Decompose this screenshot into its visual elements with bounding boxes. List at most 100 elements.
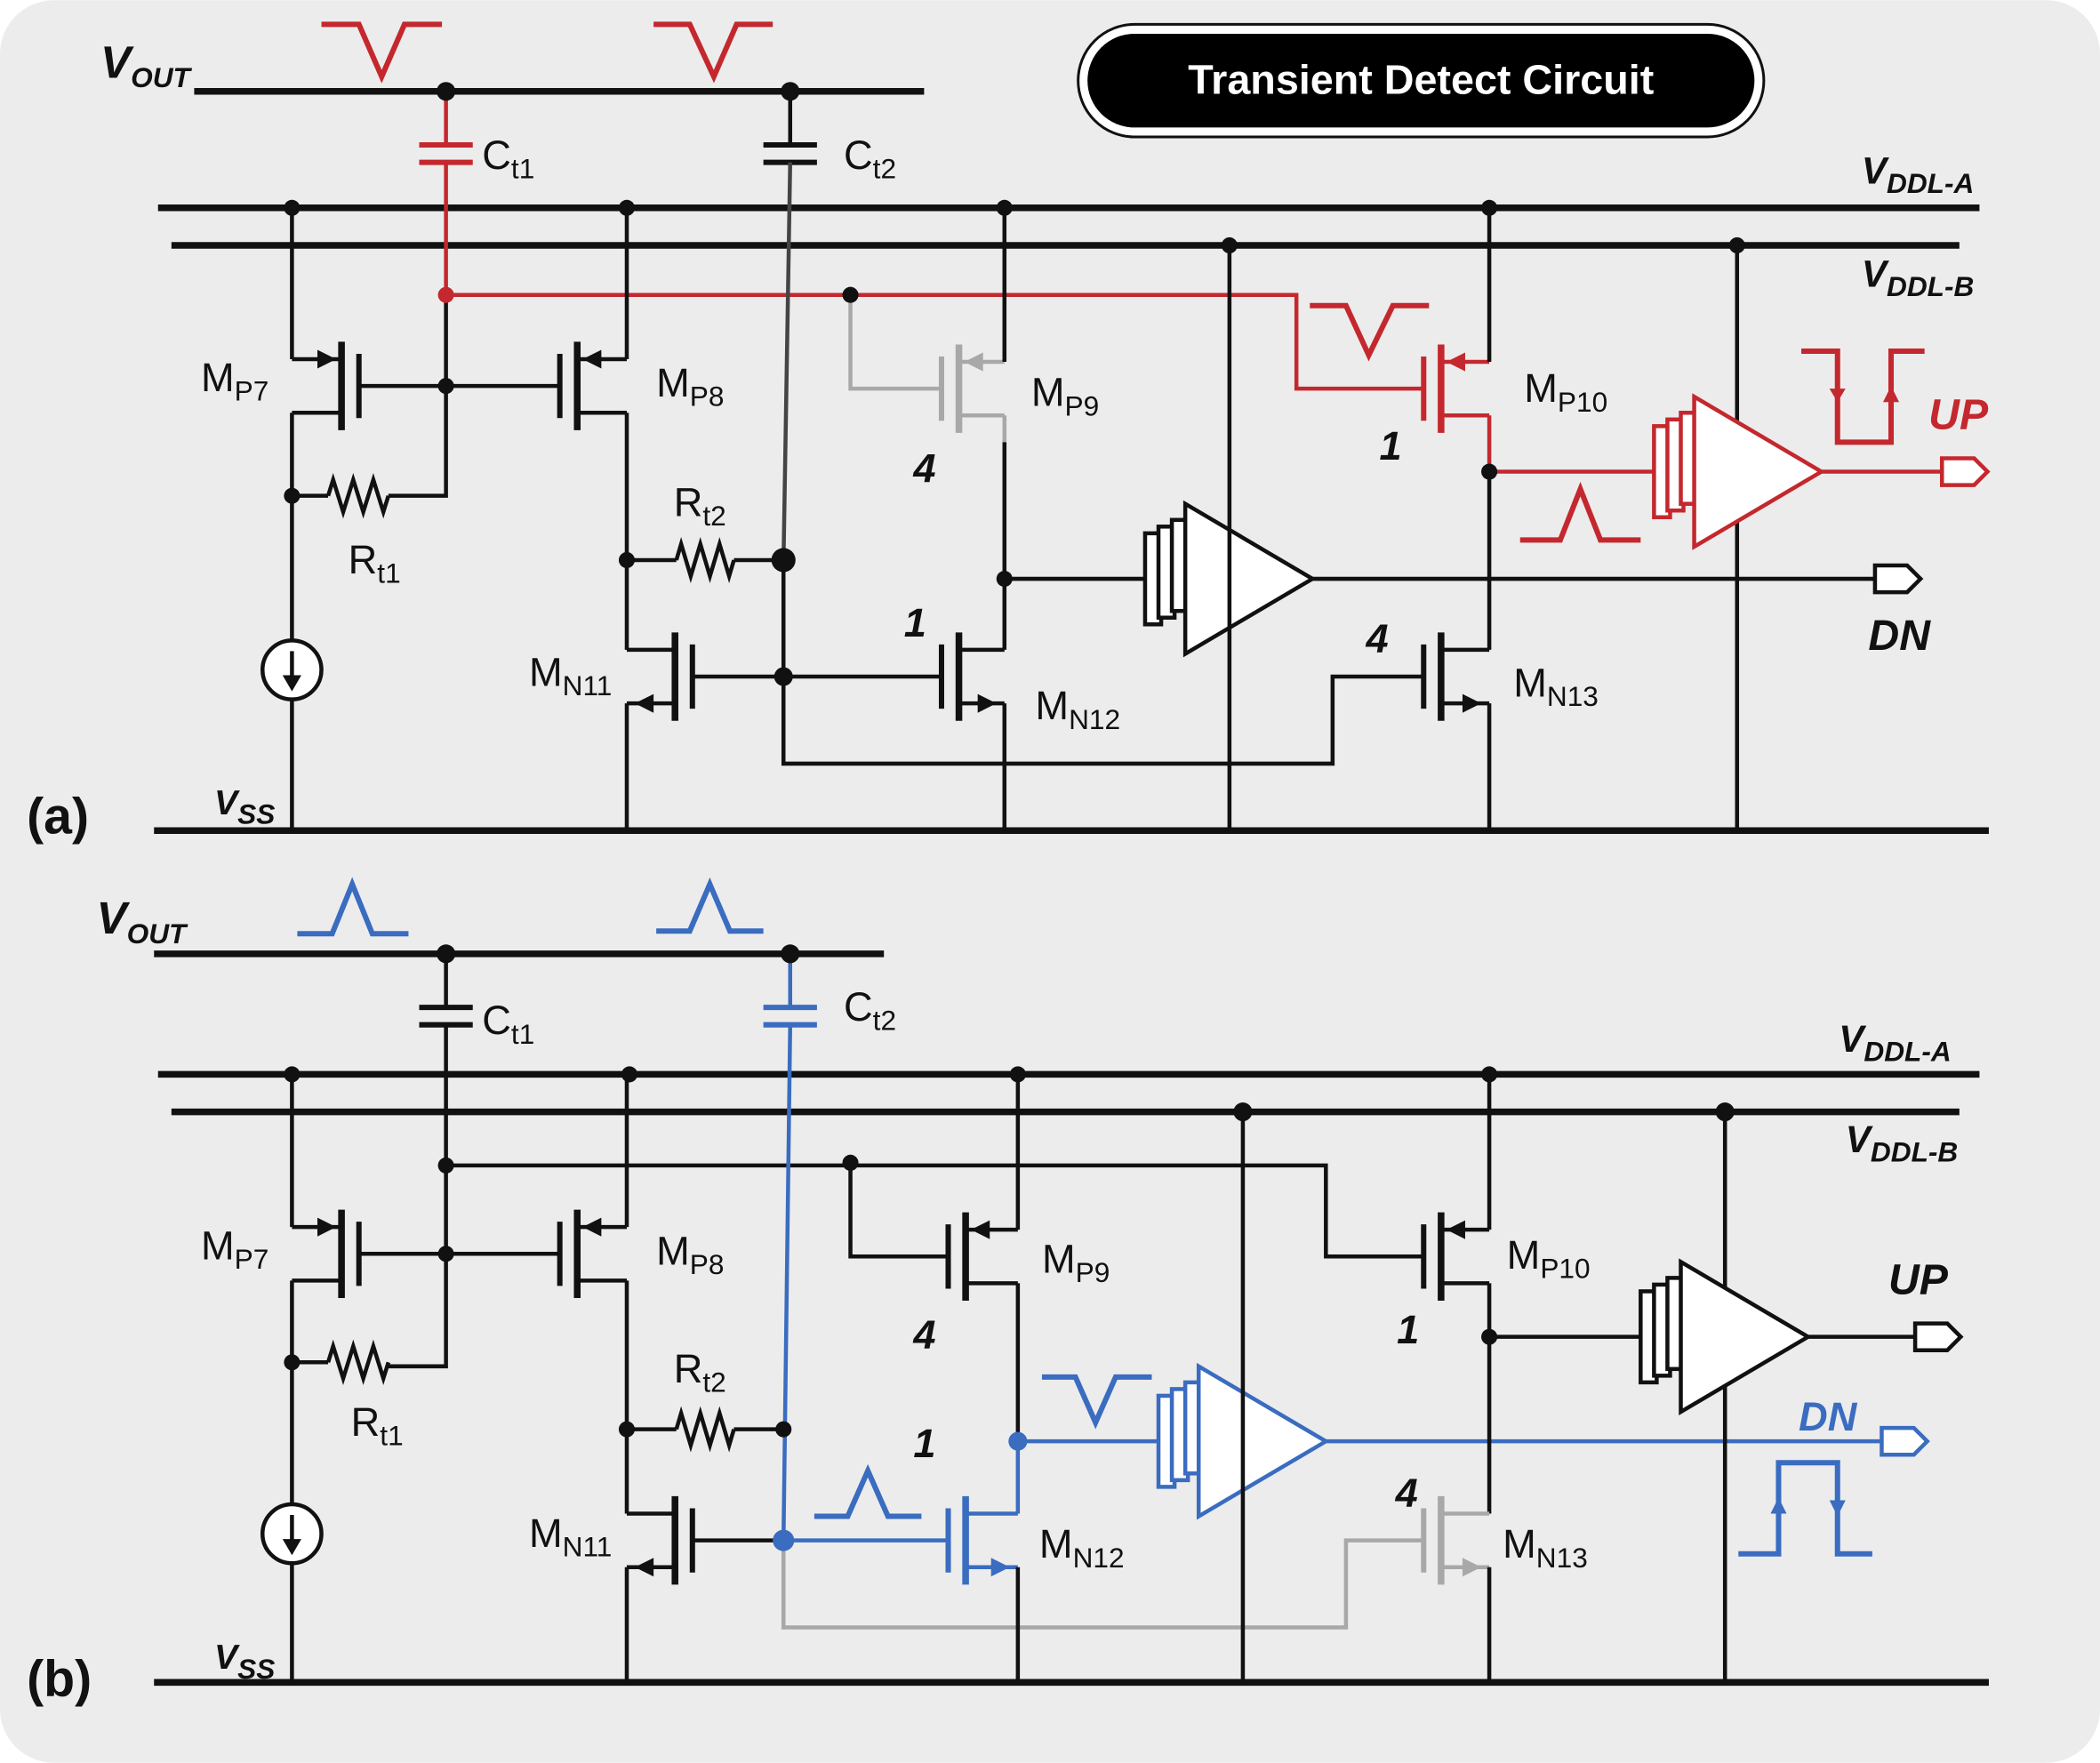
junction-dot [437,1157,454,1174]
pmos-arrow-icon [964,352,983,372]
up-buffer [1652,393,1826,550]
nmos-arrow-icon [635,693,654,713]
mn13-transistor [1421,632,1490,721]
panels-0-size_mp9: 4 [912,446,935,492]
junction-dot [284,1066,301,1083]
panels-1-mp10: MP10 [1507,1232,1591,1285]
label-main: M [529,1511,563,1556]
panels-0-mn12: MN12 [1035,683,1120,735]
junction-dot [1481,199,1498,216]
label-subscript: OUT [127,918,188,950]
panels-1-vddl_a: VDDL-A [1839,1018,1952,1068]
panels-1-mn13: MN13 [1503,1521,1588,1574]
nmos-arrow-icon [977,693,997,713]
label-main: M [1507,1232,1541,1278]
panels-0-rt1: Rt1 [349,537,401,589]
dn-pulse-waveform [1738,1460,1872,1557]
up-pulse-waveform [1801,348,1925,445]
junction-dot [781,944,800,964]
panels-0-mp9: MP9 [1031,370,1099,422]
label-subscript: t1 [380,1420,403,1452]
label-subscript: DDL-A [1864,1035,1951,1067]
dn-buffer [1156,1362,1330,1520]
mp9-gate-wire [848,294,942,391]
label-subscript: N11 [563,669,613,701]
junction-dot [1009,1066,1026,1083]
junction-dot [1233,1102,1253,1122]
panels-0-ct1: Ct1 [482,132,534,185]
junction-dot [618,199,636,216]
panels-1-mp8: MP8 [656,1228,724,1280]
label-subscript: P10 [1540,1252,1590,1284]
title-badge: Transient Detect Circuit [1077,22,1766,139]
nmos-arrow-icon [1462,693,1482,713]
label-subscript: DDL-B [1871,1135,1958,1167]
pmos-arrow-icon [317,349,337,369]
resistor [325,1339,391,1385]
junction-dot [618,551,636,569]
pmos-arrow-icon [1446,352,1465,372]
label-main: M [529,650,563,695]
arrow-head [282,675,301,692]
mn12-transistor [938,632,1005,721]
panels-0-vddl_b: VDDL-B [1862,253,1975,303]
junction-dot [284,199,301,216]
label-subscript: N12 [1069,703,1120,735]
label-main: M [201,355,235,400]
mp7-transistor [292,341,362,430]
nmos-arrow-icon [635,1558,654,1577]
vout-dip-waveform [321,21,443,84]
junction-dot [996,199,1013,216]
junction-dot [1008,1431,1028,1451]
title: Transient Detect Circuit [1188,57,1654,103]
wire [781,562,1424,766]
resistor [674,1406,736,1453]
label-subscript: P10 [1558,386,1607,418]
vout-bump-waveform [297,877,409,937]
junction-dot [1481,1066,1498,1083]
wire [781,1024,793,1541]
junction-dot [842,1154,859,1171]
panels-1-mp7: MP7 [201,1222,269,1275]
pmos-arrow-icon [317,1217,337,1237]
mp10-transistor [1421,344,1490,433]
junction-dot [781,82,800,101]
panels-1-rt2: Rt2 [674,1346,726,1398]
panels-0-vout: VOUT [100,37,193,94]
current-source-icon [260,1502,324,1566]
junction-dot [437,286,454,303]
buffer-triangle-icon [1182,500,1317,658]
mp10-gate-wire [445,292,1424,391]
label-subscript: P7 [235,1243,269,1275]
vout-bump-waveform [656,877,764,934]
arrow-up-icon [1770,1497,1787,1514]
junction-dot [437,1246,454,1262]
label-main: M [1524,365,1558,411]
panels-0-dn: DN [1868,612,1931,660]
up-output-port [1912,1321,1964,1352]
label-main: M [1039,1521,1073,1567]
panels-1-tag: (b) [27,1650,92,1707]
label-subscript: N13 [1536,1542,1588,1574]
label-subscript: OUT [131,61,192,93]
panels-1-size_mn12: 1 [913,1421,935,1466]
panels-1-up: UP [1888,1255,1949,1303]
pmos-arrow-icon [1446,1220,1465,1239]
junction-dot [775,1421,792,1438]
junction-dot [771,548,796,573]
label-subscript: t1 [511,153,534,185]
label-main: C [844,984,873,1030]
label-main: V [1839,1018,1867,1060]
label-main: M [1042,1236,1076,1281]
panels-0-size_mn13: 4 [1366,616,1389,661]
label-main: V [214,784,240,822]
label-main: M [1503,1521,1536,1567]
panels-1-mn11: MN11 [529,1511,612,1563]
label-subscript: t1 [377,557,400,589]
panels-0-up: UP [1928,390,1989,438]
buffer-triangle-icon [1679,1258,1813,1415]
resistor [325,473,391,519]
label-main: R [349,537,378,582]
label-main: C [844,132,873,178]
